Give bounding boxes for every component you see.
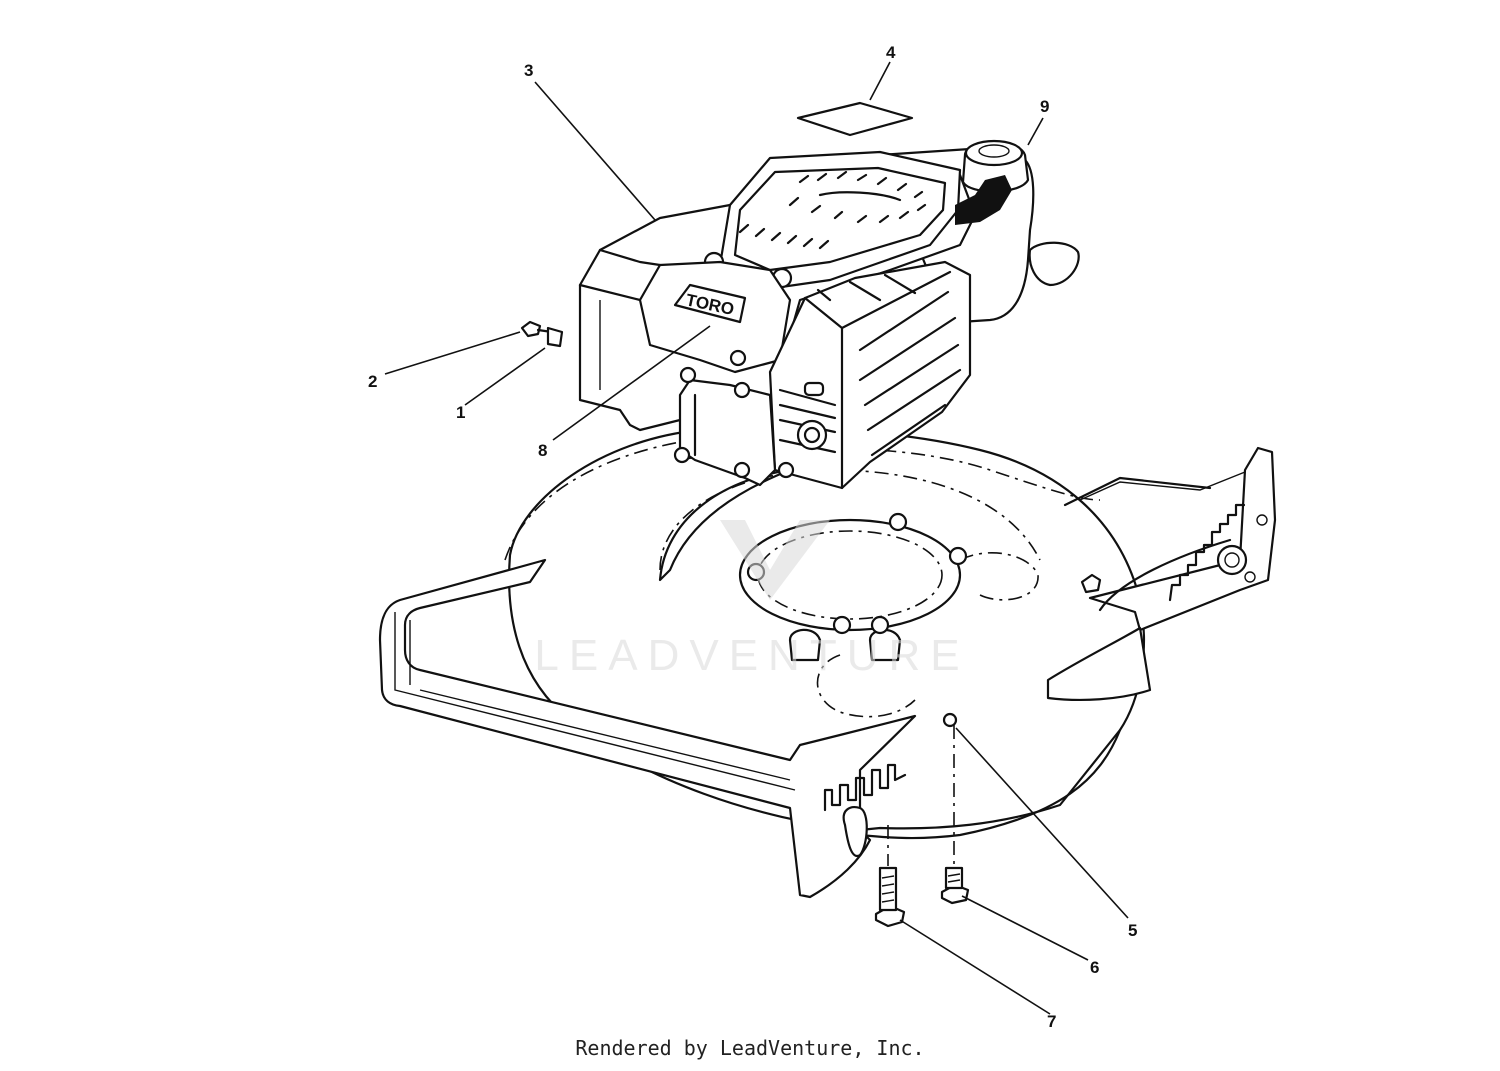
watermark-text: LEADVENTURE bbox=[534, 631, 969, 680]
engine: TORO bbox=[578, 139, 1080, 490]
callout-4: 4 bbox=[886, 43, 896, 62]
watermark: LEADVENTURE bbox=[534, 520, 969, 680]
callout-8: 8 bbox=[538, 441, 547, 460]
fuel-cap bbox=[961, 139, 1030, 193]
callout-labels: 2 1 3 4 5 6 7 8 9 bbox=[368, 43, 1137, 1031]
leader-lines bbox=[384, 61, 1129, 1015]
callout-9: 9 bbox=[1040, 97, 1049, 116]
callout-5: 5 bbox=[1128, 921, 1137, 940]
callout-2: 2 bbox=[368, 372, 377, 391]
screw-and-clip-parts-1-2 bbox=[520, 320, 564, 348]
bolt-part-7 bbox=[874, 866, 906, 928]
callout-1: 1 bbox=[456, 403, 465, 422]
decal-part-4 bbox=[796, 101, 914, 137]
bolt-part-6 bbox=[940, 866, 970, 905]
callout-3: 3 bbox=[524, 61, 533, 80]
air-cleaner bbox=[768, 260, 972, 490]
callout-6: 6 bbox=[1090, 958, 1099, 977]
recoil-starter-grille bbox=[703, 150, 1012, 292]
callout-7: 7 bbox=[1047, 1012, 1056, 1031]
render-credit-footer: Rendered by LeadVenture, Inc. bbox=[575, 1036, 925, 1060]
